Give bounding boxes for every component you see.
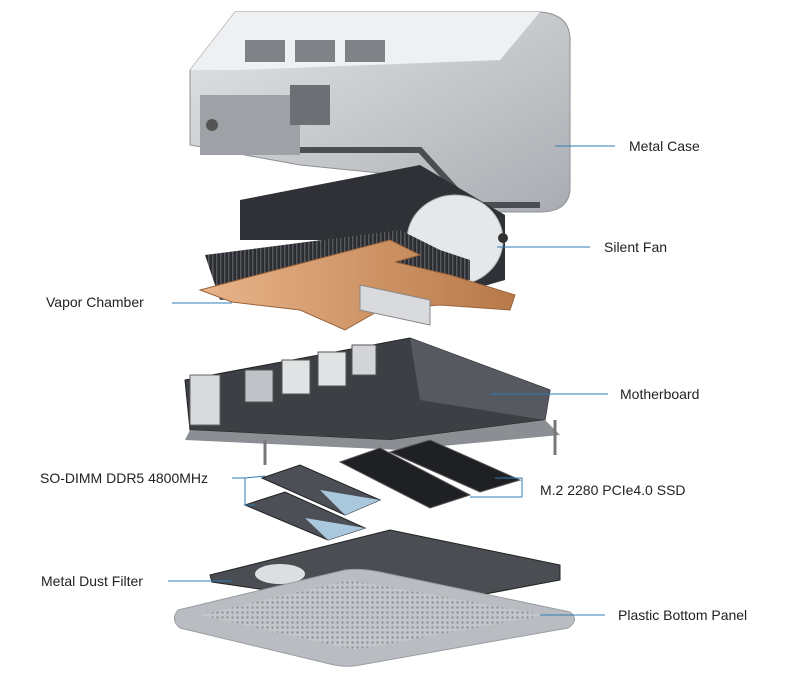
so-dimm-modules (243, 464, 382, 541)
label-motherboard: Motherboard (620, 386, 700, 402)
label-dust-filter: Metal Dust Filter (41, 573, 143, 589)
vapor-chamber-part (198, 230, 516, 331)
leader-line-so-dimm (232, 477, 255, 506)
label-bottom-panel: Plastic Bottom Panel (618, 607, 748, 623)
label-metal-case: Metal Case (629, 138, 700, 154)
motherboard-part (184, 337, 560, 465)
label-ssd: M.2 2280 PCIe4.0 SSD (540, 482, 686, 498)
metal-case-part (189, 11, 571, 213)
label-so-dimm: SO-DIMM DDR5 4800MHz (40, 470, 209, 486)
leader-line-ssd (470, 477, 523, 498)
label-vapor-chamber: Vapor Chamber (46, 294, 144, 310)
plastic-bottom-panel-part (174, 568, 575, 667)
leader-lines (168, 145, 615, 616)
label-silent-fan: Silent Fan (604, 239, 668, 255)
ssd-modules (338, 439, 522, 509)
